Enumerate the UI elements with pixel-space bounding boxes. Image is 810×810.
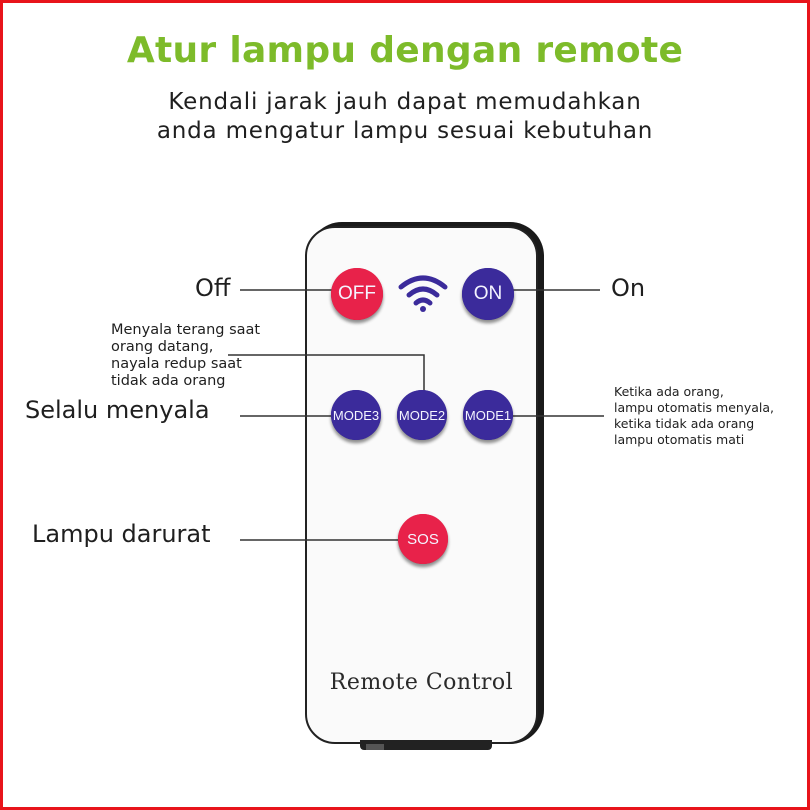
mode1-button-face[interactable]: MODE1 (463, 390, 513, 440)
subtitle-line-1: Kendali jarak jauh dapat memudahkan (168, 89, 642, 115)
mode1-description-line: ketika tidak ada orang (614, 416, 755, 431)
sos-callout-label: Lampu darurat (32, 520, 211, 548)
mode1-description: Ketika ada orang, lampu otomatis menyala… (614, 384, 774, 448)
mode3-callout-label: Selalu menyala (25, 396, 210, 424)
mode2-description: Menyala terang saat orang datang, nayala… (111, 322, 260, 390)
mode2-button-face[interactable]: MODE2 (397, 390, 447, 440)
on-button-face[interactable]: ON (462, 268, 514, 320)
remote-battery-edge (360, 740, 492, 750)
mode1-description-line: Ketika ada orang, (614, 384, 724, 399)
page-title: Atur lampu dengan remote (126, 30, 684, 71)
wifi-signal-icon (398, 275, 448, 312)
off-button-face[interactable]: OFF (331, 268, 383, 320)
sos-button-face[interactable]: SOS (398, 514, 448, 564)
mode2-description-line: nayala redup saat (111, 356, 242, 372)
off-callout-label: Off (195, 274, 231, 302)
mode1-description-line: lampu otomatis menyala, (614, 400, 774, 415)
subtitle-line-2: anda mengatur lampu sesuai kebutuhan (156, 118, 654, 144)
mode1-description-line: lampu otomatis mati (614, 432, 745, 447)
remote-battery-notch (366, 744, 384, 750)
on-callout-label: On (611, 274, 646, 302)
mode2-description-line: orang datang, (111, 339, 214, 355)
mode3-button-face[interactable]: MODE3 (331, 390, 381, 440)
mode2-description-line: Menyala terang saat (111, 322, 261, 338)
remote-control-label: Remote Control (329, 670, 514, 695)
mode2-description-line: tidak ada orang (111, 373, 226, 389)
